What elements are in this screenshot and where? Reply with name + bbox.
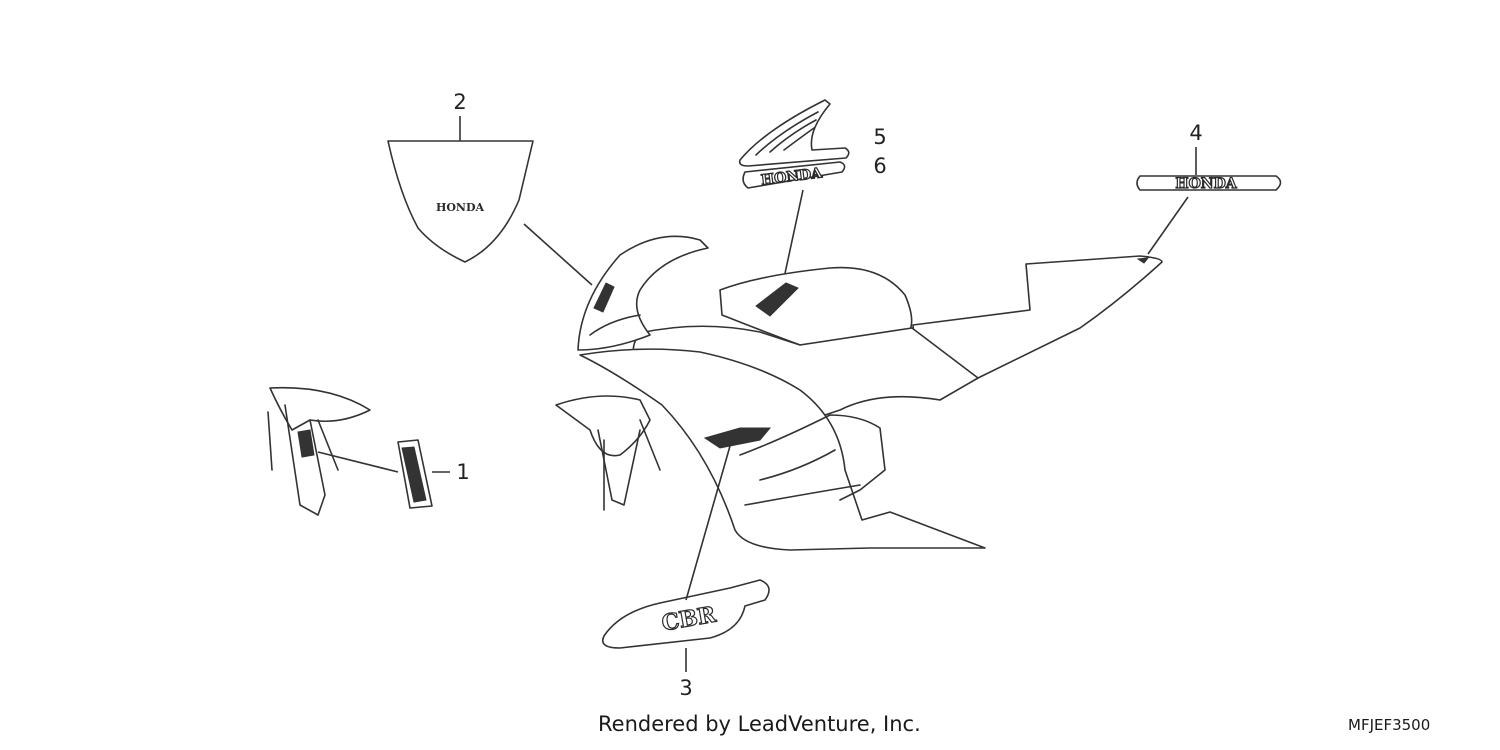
leader-3 <box>685 445 731 601</box>
leader-2-to-bike <box>523 223 593 286</box>
leader-5-6 <box>783 189 804 279</box>
callout-1[interactable]: 1 <box>456 460 469 484</box>
footer-credit: Rendered by LeadVenture, Inc. <box>598 712 921 736</box>
callout-5[interactable]: 5 <box>873 125 886 149</box>
windscreen-decal-text: HONDA <box>436 201 485 214</box>
tail-decal[interactable]: HONDA <box>1136 175 1282 193</box>
fairing-decal[interactable]: CBR <box>601 579 770 649</box>
fork-decal[interactable] <box>397 439 433 509</box>
tank-wing-decal[interactable]: HONDA <box>738 99 850 189</box>
callout-6[interactable]: 6 <box>873 154 886 178</box>
callout-2[interactable]: 2 <box>453 90 466 114</box>
leader-4-to-bike <box>1147 196 1189 255</box>
callout-4[interactable]: 4 <box>1189 121 1202 145</box>
tail-decal-text: HONDA <box>1175 176 1237 192</box>
fork-assembly <box>267 386 371 516</box>
callout-3[interactable]: 3 <box>679 676 692 700</box>
leader-1 <box>317 451 399 473</box>
windscreen-decal[interactable]: HONDA <box>387 140 534 263</box>
diagram-code: MFJEF3500 <box>1348 716 1431 734</box>
motorcycle-bodywork <box>555 235 1163 551</box>
